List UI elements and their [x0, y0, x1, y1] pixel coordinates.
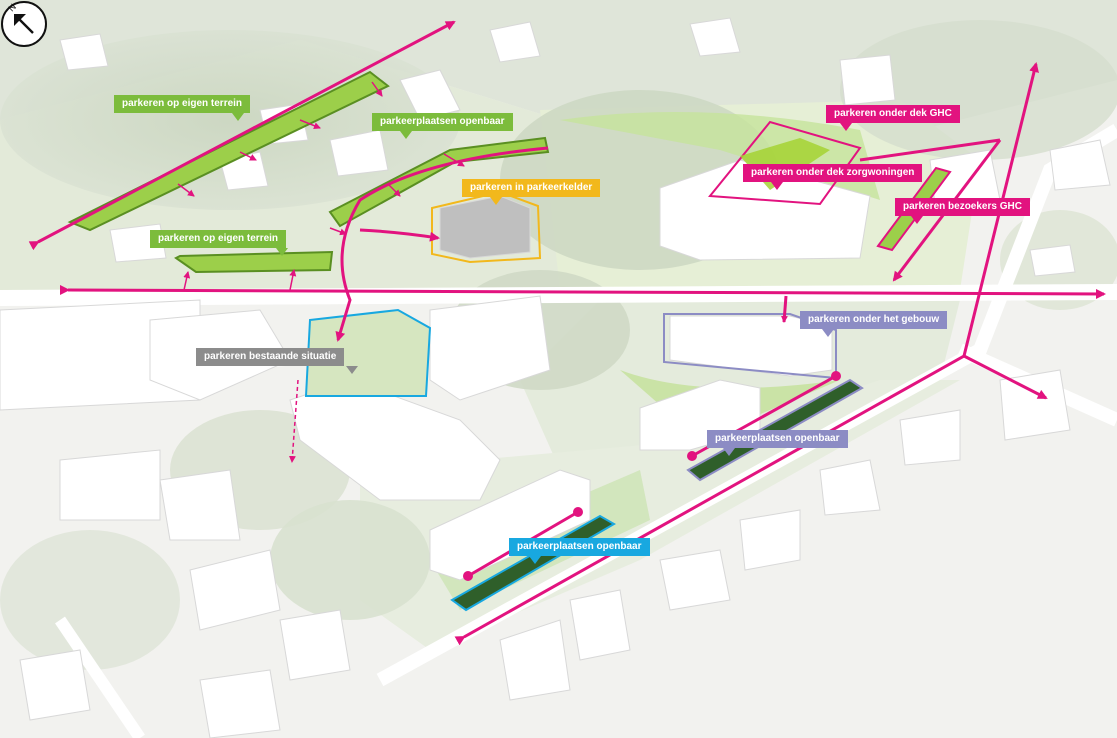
- route-north-diagonal: [28, 20, 456, 251]
- route-dots: [463, 371, 841, 581]
- north-arrow-icon: N: [1, 1, 47, 47]
- label-public-parking-green: parkeerplaatsen openbaar: [372, 113, 513, 139]
- green-parking-strip-low: [174, 250, 334, 274]
- route-loop: [335, 146, 549, 342]
- label-own-parking-2: parkeren op eigen terrein: [150, 230, 289, 256]
- label-parking-visitors-ghc: parkeren bezoekers GHC: [895, 198, 1030, 224]
- label-parking-under-building: parkeren onder het gebouw: [800, 311, 948, 337]
- route-to-cellar: [359, 228, 440, 242]
- label-parking-deck-care: parkeren onder dek zorgwoningen: [743, 164, 923, 190]
- label-own-parking-1: parkeren op eigen terrein: [114, 95, 251, 121]
- label-public-parking-cyan: parkeerplaatsen openbaar: [509, 538, 650, 564]
- label-parking-existing: parkeren bestaande situatie: [196, 348, 359, 374]
- label-parking-deck-ghc: parkeren onder dek GHC: [826, 105, 960, 131]
- north-letter: N: [6, 2, 18, 14]
- small-arrows: [177, 81, 465, 291]
- route-ghc-connector: [859, 138, 1001, 162]
- route-southeast: [963, 354, 1048, 400]
- label-public-parking-purple: parkeerplaatsen openbaar: [707, 430, 848, 456]
- route-building: [780, 295, 788, 323]
- label-parking-cellar: parkeren in parkeerkelder: [462, 179, 601, 205]
